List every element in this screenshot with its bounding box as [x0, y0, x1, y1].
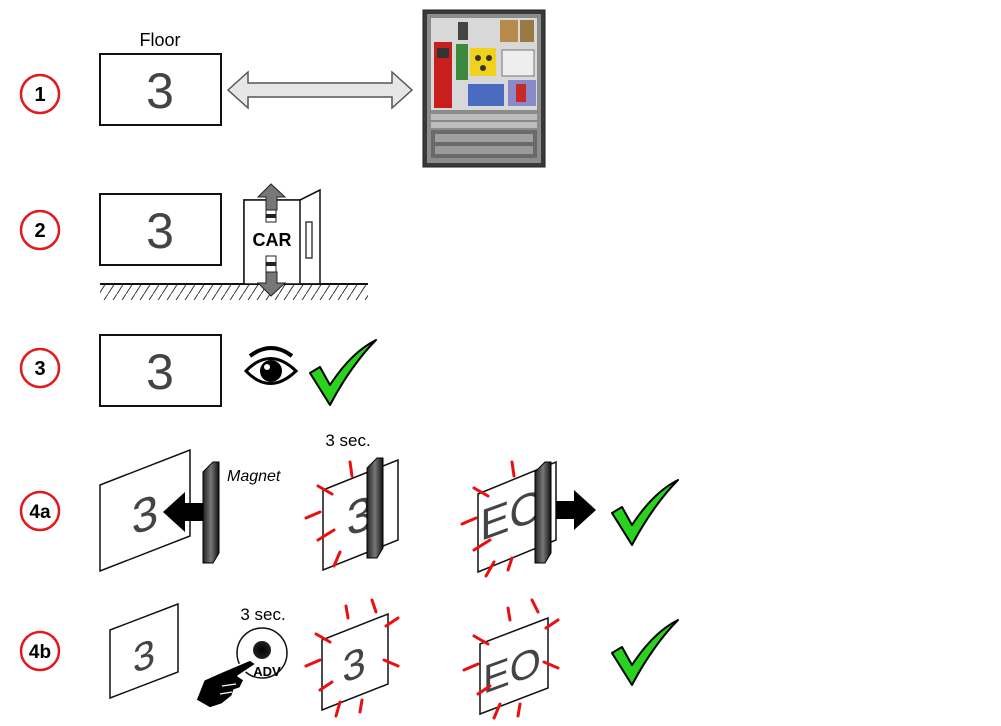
svg-text:3: 3 — [34, 358, 45, 380]
blinking-eo-display-4b: EO — [462, 598, 560, 720]
arrow-left-icon — [163, 492, 204, 532]
floor-display-2: 3 — [99, 193, 222, 266]
svg-text:4a: 4a — [29, 502, 51, 523]
tilted-display-4b-1: 3 — [109, 602, 179, 700]
car-icon: CAR — [243, 188, 321, 285]
hold-time-4a: 3 sec. — [325, 431, 370, 450]
eye-icon — [243, 346, 299, 385]
magnet-icon — [202, 461, 220, 564]
step-badge-4a: 4a — [19, 490, 61, 532]
arrow-up-icon — [256, 183, 287, 211]
svg-text:4b: 4b — [29, 642, 51, 663]
arrow-right-icon — [556, 490, 596, 530]
magnet-icon-3 — [534, 461, 552, 564]
tilted-display-4a-1: 3 — [99, 448, 191, 573]
arrow-down-icon — [256, 271, 287, 297]
button-label: ADV — [253, 664, 281, 679]
hand-icon — [195, 659, 257, 709]
check-icon-4b — [611, 619, 679, 686]
hold-time-4b: 3 sec. — [240, 605, 285, 624]
svg-text:3: 3 — [146, 344, 174, 400]
svg-text:3: 3 — [342, 638, 365, 693]
magnet-label: Magnet — [227, 468, 281, 485]
step-badge-2: 2 — [19, 209, 61, 251]
controller-panel-image — [422, 9, 546, 168]
svg-text:CAR: CAR — [253, 230, 292, 250]
svg-text:3: 3 — [132, 484, 159, 546]
check-icon — [309, 339, 377, 406]
floor-display-1: 3 — [99, 53, 222, 126]
svg-text:3: 3 — [146, 203, 174, 259]
floor-display-3: 3 — [99, 334, 222, 407]
double-arrow-icon — [226, 70, 414, 110]
step-badge-4b: 4b — [19, 630, 61, 672]
blinking-display-4a: 3 — [304, 458, 399, 572]
step-badge-3: 3 — [19, 347, 61, 389]
step-badge-1: 1 — [19, 73, 61, 115]
blinking-display-4b: 3 — [304, 598, 400, 718]
svg-text:3: 3 — [146, 63, 174, 119]
svg-text:1: 1 — [34, 84, 45, 106]
floor-label: Floor — [139, 30, 180, 50]
svg-text:2: 2 — [34, 220, 45, 242]
ground-hatch — [100, 283, 368, 300]
check-icon-4a — [611, 479, 679, 546]
magnet-icon-2 — [366, 457, 384, 559]
svg-text:3: 3 — [133, 630, 155, 683]
